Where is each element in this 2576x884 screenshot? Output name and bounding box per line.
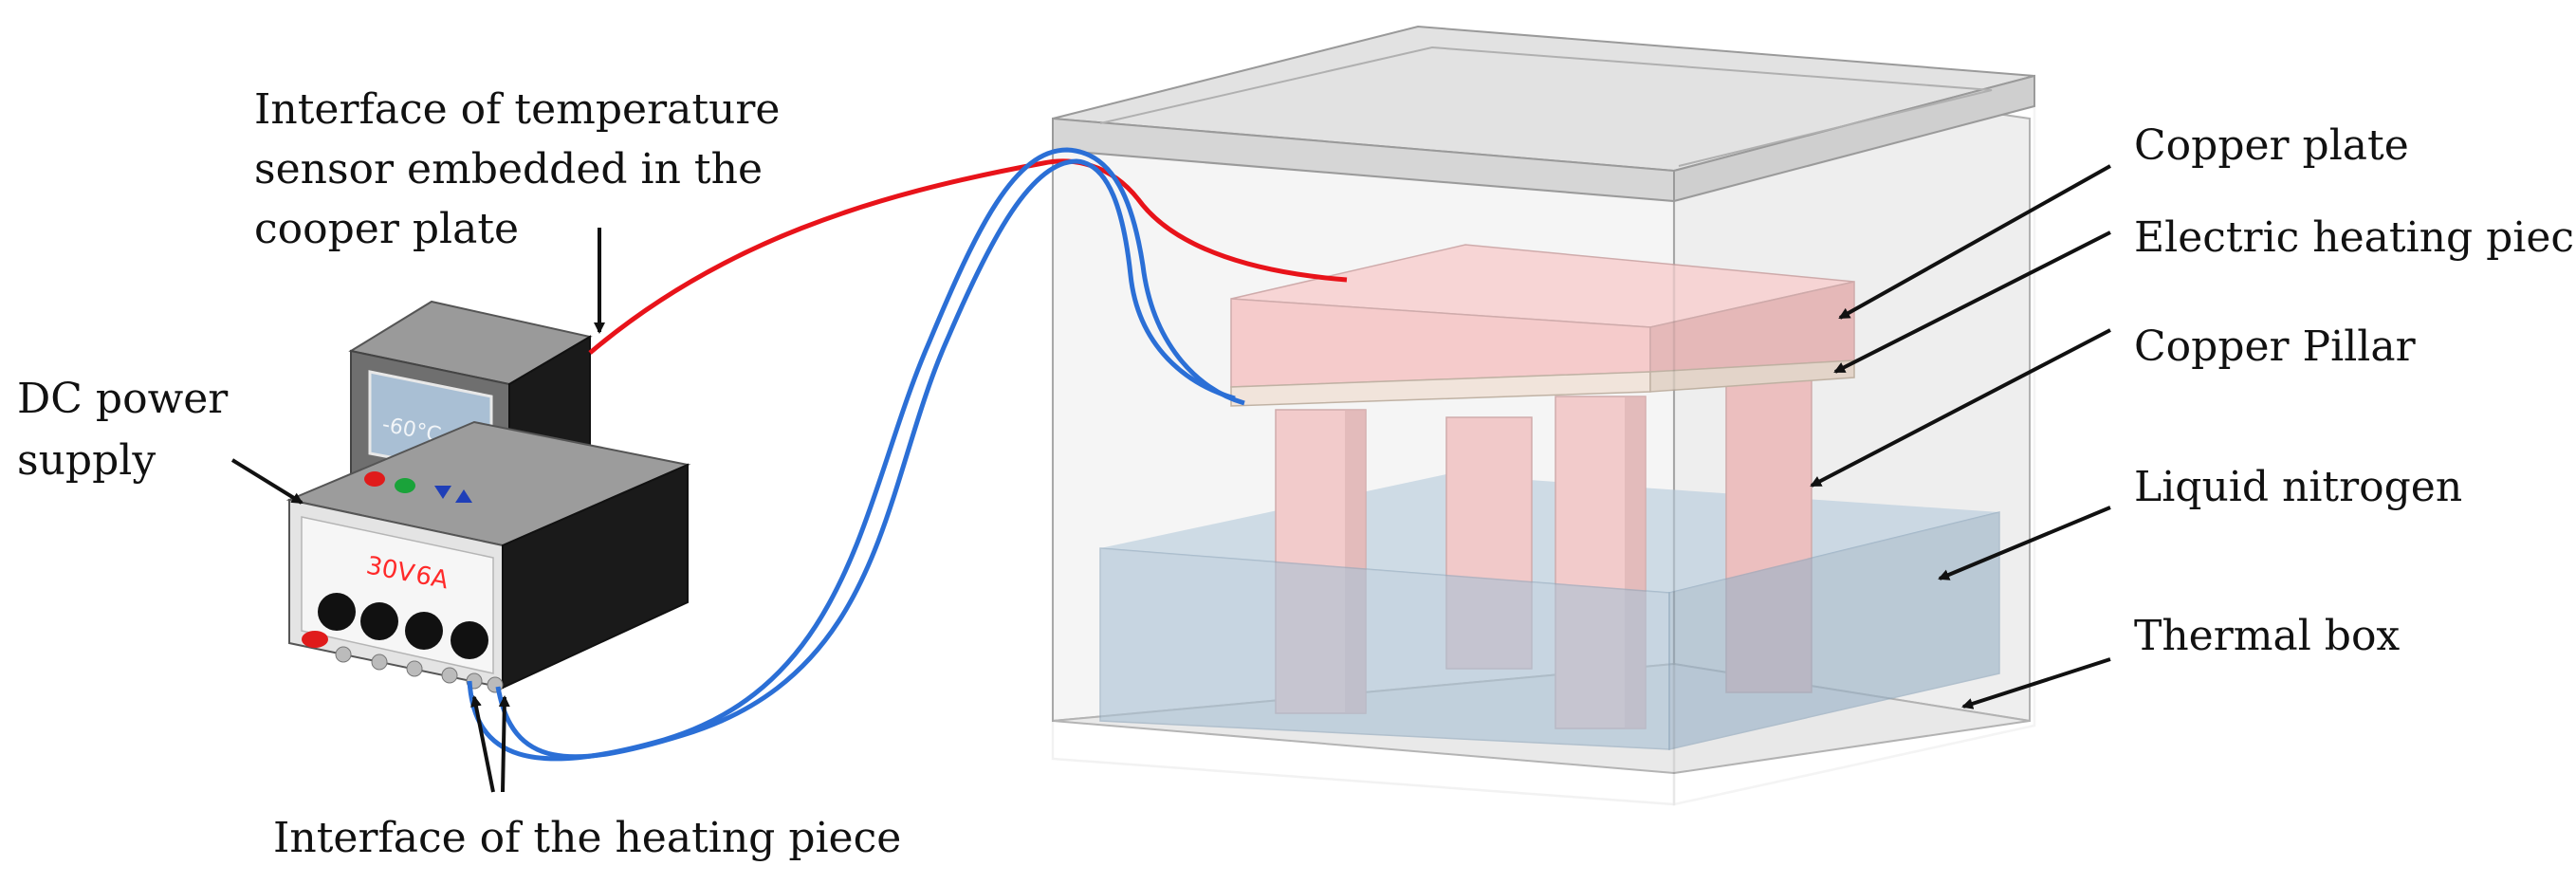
copper-plate [1230,244,1855,388]
arrow-copper-pillar [1810,328,2111,488]
up-arrow-icon [455,489,472,503]
wires [467,147,1348,762]
labels: Interface of temperature sensor embedded… [17,85,2576,862]
arrow-dc-power-supply [230,458,304,505]
heating-piece-side [1649,359,1855,393]
box-lid-inner [1099,46,1993,167]
psu-current-display: 6A [414,561,451,595]
psu-knobs [302,593,488,659]
label-thermal-box: Thermal box [2134,612,2400,660]
label-sensor-interface-line-3: cooper plate [254,205,519,253]
knob-4 [451,621,488,659]
liquid-nitrogen-body [1099,511,2000,750]
terminal-1 [335,646,352,663]
label-sensor-interface-line-2: sensor embedded in the [254,145,763,193]
annotation-arrows [230,164,2111,793]
psu-power-switch [302,631,328,648]
label-liquid-nitrogen: Liquid nitrogen [2134,463,2462,511]
arrow-heating-interface-1 [470,695,495,793]
label-copper-pillar: Copper Pillar [2134,322,2417,371]
red-button [364,471,385,487]
nitrogen-side [1668,511,2000,750]
arrow-thermal-box [1961,657,2111,709]
knob-3 [405,612,443,650]
box-front-face [1051,148,1676,806]
terminal-2 [371,654,388,671]
psu-panel [301,516,494,674]
box-side-face [1672,104,2036,806]
label-sensor-interface-line-1: Interface of temperature [254,85,780,134]
arrow-heating-interface-2 [498,695,510,793]
sensor-wire [588,158,1348,355]
psu-side [502,463,689,690]
knob-2 [360,602,398,640]
box-lid-side [1673,74,2035,203]
dc-power-supply: 30V 6A [285,420,691,693]
label-dc-power-supply-line-1: DC power [17,375,229,423]
label-dc-power-supply-line-2: supply [17,436,156,485]
label-copper-plate: Copper plate [2134,121,2409,170]
heater-wire-2 [495,158,1236,760]
terminal-3 [406,660,423,677]
arrow-copper-plate [1838,164,2111,320]
thermal-box-front [1051,104,2036,806]
arrow-liquid-nitrogen [1938,506,2111,580]
green-button [395,478,415,493]
arrow-heating-piece [1833,230,2111,374]
down-arrow-icon [434,486,451,499]
knob-1 [318,593,356,631]
label-heating-interface: Interface of the heating piece [273,814,901,862]
label-heating-piece: Electric heating piece [2134,213,2576,262]
terminal-4 [441,667,458,684]
